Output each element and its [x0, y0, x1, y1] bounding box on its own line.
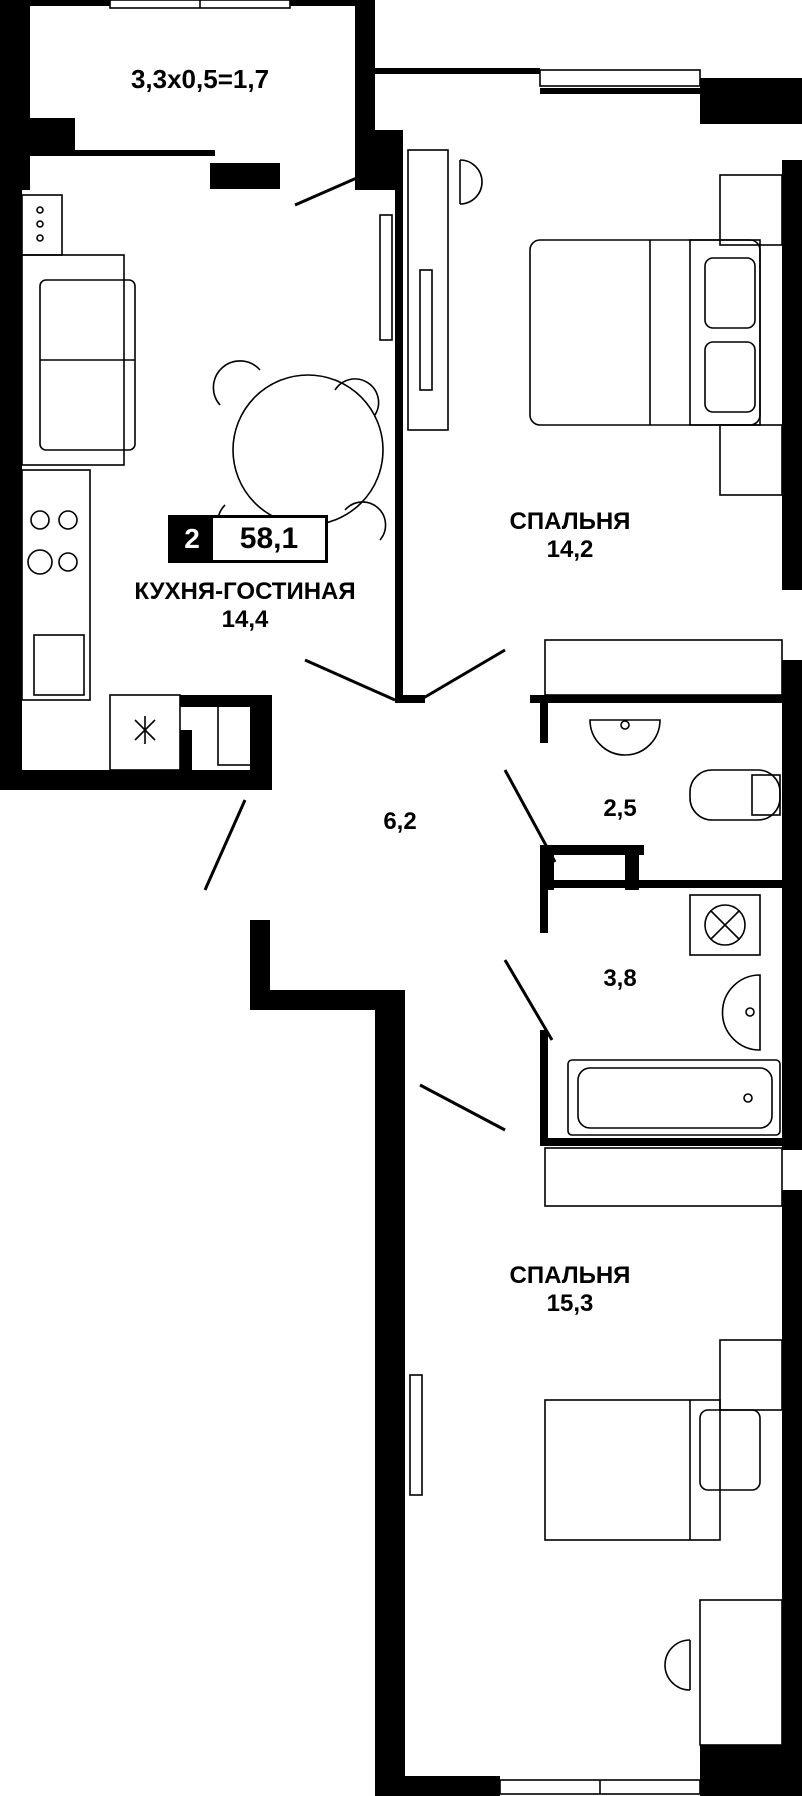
room-area: 15,3 — [546, 1290, 594, 1317]
room-label-hallway: 6,2 — [360, 808, 440, 836]
room-name: СПАЛЬНЯ — [509, 1262, 631, 1289]
room-area: 3,8 — [603, 965, 637, 992]
room-label-toilet: 2,5 — [580, 795, 660, 823]
room-label-balcony: 3,3х0,5=1,7 — [110, 64, 290, 95]
room-area: 14,4 — [221, 606, 269, 633]
room-count: 2 — [171, 518, 213, 560]
furniture — [21, 0, 783, 1795]
room-name: КУХНЯ-ГОСТИНАЯ — [134, 578, 356, 605]
room-area: 3,3х0,5=1,7 — [130, 64, 270, 94]
room-label-bathroom: 3,8 — [580, 965, 660, 993]
room-name: СПАЛЬНЯ — [509, 508, 631, 535]
total-area: 58,1 — [213, 518, 325, 560]
room-label-bedroom-2: СПАЛЬНЯ 15,3 — [480, 1262, 660, 1318]
room-label-kitchen-living: КУХНЯ-ГОСТИНАЯ 14,4 — [100, 578, 390, 634]
room-area: 6,2 — [383, 808, 417, 835]
room-area: 2,5 — [603, 795, 637, 822]
apartment-summary-badge: 2 58,1 — [168, 515, 328, 563]
room-label-bedroom-1: СПАЛЬНЯ 14,2 — [480, 508, 660, 564]
room-area: 14,2 — [546, 536, 594, 563]
